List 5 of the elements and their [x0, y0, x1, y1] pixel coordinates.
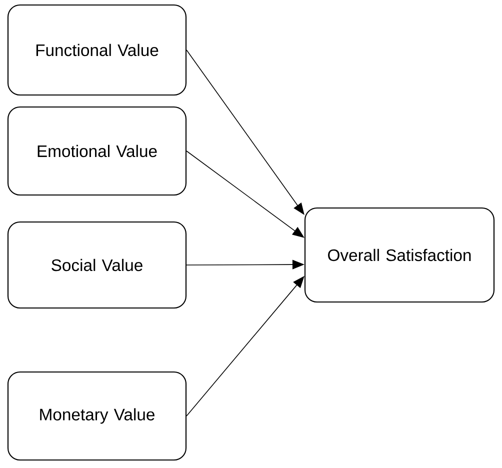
box: Overall Satisfaction	[304, 207, 495, 303]
box: Emotional Value	[7, 106, 187, 196]
box: Functional Value	[7, 4, 187, 96]
box: Monetary Value	[7, 371, 187, 461]
box: Social Value	[7, 221, 187, 309]
